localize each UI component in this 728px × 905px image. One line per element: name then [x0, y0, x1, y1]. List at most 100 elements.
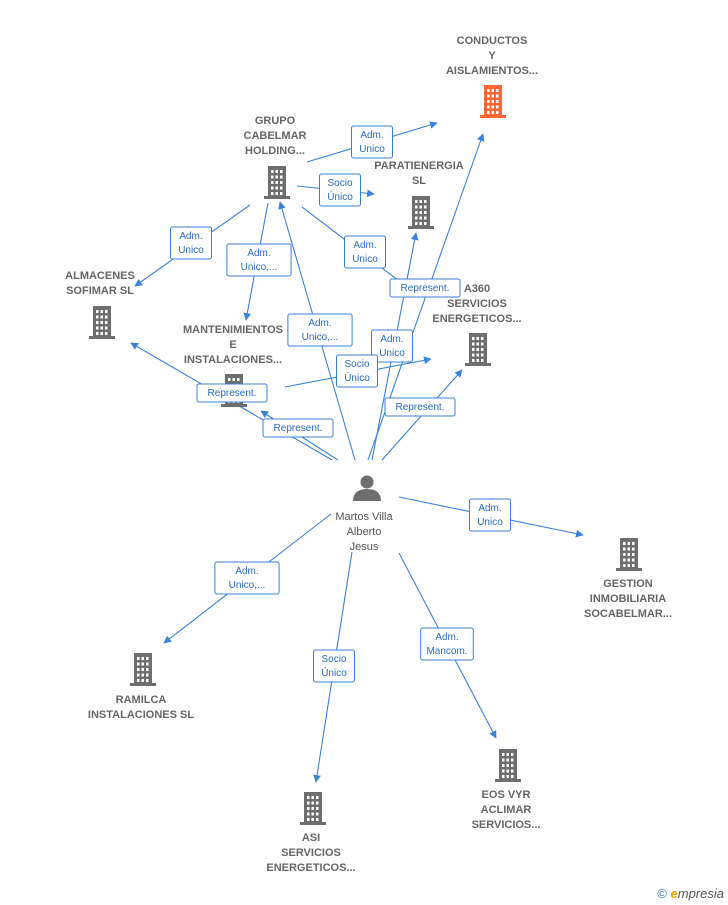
edge-label-text: Adm. — [308, 318, 331, 329]
edge-label-person-almacenes[interactable]: Represent. — [196, 383, 268, 403]
company-label: ASI — [302, 832, 320, 844]
edge-label-grupo-mantenimientos[interactable]: Adm.Unico,... — [226, 243, 292, 277]
edge-label-text: Unico — [359, 144, 385, 155]
edge-label-text: Represent. — [274, 423, 323, 434]
company-label: ENERGETICOS... — [266, 862, 355, 874]
edge-label-text: Unico,... — [229, 580, 266, 591]
edge-label-box — [389, 278, 461, 298]
building-icon — [264, 166, 290, 199]
edge-label-text: Adm. — [380, 334, 403, 345]
company-label: SERVICIOS... — [472, 819, 541, 831]
company-label: CONDUCTOS — [457, 35, 528, 47]
edge-label-person-ramilca[interactable]: Adm.Unico,... — [214, 561, 280, 595]
edge-label-person-paratienergia[interactable]: Adm. Unico — [371, 329, 413, 363]
edge-label-box — [336, 354, 378, 388]
edge-label-box — [469, 498, 511, 532]
edge-label-person-a360[interactable]: Represent. — [384, 397, 456, 417]
building-icon — [130, 653, 156, 686]
company-label: A360 — [464, 283, 490, 295]
company-label: SERVICIOS — [447, 298, 507, 310]
edge-label-text: Unico — [178, 245, 204, 256]
edge-label-box — [313, 649, 355, 683]
company-node-conductos[interactable]: CONDUCTOS Y AISLAMIENTOS... — [446, 35, 538, 118]
building-icon — [408, 196, 434, 229]
person-label: Martos Villa — [335, 511, 393, 523]
company-node-paratienergia[interactable]: PARATIENERGIA SL — [374, 160, 464, 229]
edge-label-text: Unico,... — [302, 332, 339, 343]
edge-label-person-eos[interactable]: Adm. Mancom. — [420, 627, 474, 661]
edge-label-box — [226, 243, 292, 277]
edge-label-text: Mancom. — [426, 646, 467, 657]
company-label: INMOBILIARIA — [590, 593, 666, 605]
edge-label-box — [344, 235, 386, 269]
edge-label-person-conductos[interactable]: Represent. — [389, 278, 461, 298]
company-label: ALMACENES — [65, 270, 135, 282]
company-node-gestion[interactable]: GESTION INMOBILIARIA SOCABELMAR... — [584, 538, 672, 620]
edge-label-text: Único — [327, 190, 353, 203]
company-label: GESTION — [603, 578, 653, 590]
edge-label-text: Adm. — [179, 231, 202, 242]
company-label: CABELMAR — [244, 130, 307, 142]
company-label: PARATIENERGIA — [374, 160, 463, 172]
edge-label-box — [170, 226, 212, 260]
edge-label-text: Unico — [379, 348, 405, 359]
building-icon — [89, 306, 115, 339]
company-label: INSTALACIONES... — [184, 354, 282, 366]
company-label: ACLIMAR — [481, 804, 532, 816]
company-label: AISLAMIENTOS... — [446, 65, 538, 77]
edge-label-box — [371, 329, 413, 363]
company-node-eos[interactable]: EOS VYR ACLIMAR SERVICIOS... — [472, 749, 541, 831]
edge-label-grupo-conductos[interactable]: Adm.Unico — [351, 125, 393, 159]
edge-label-text: Adm. — [478, 503, 501, 514]
edge-label-text: Represent. — [208, 388, 257, 399]
footer-brand: © empresia — [657, 886, 724, 901]
edge-label-box — [384, 397, 456, 417]
edges-layer — [130, 121, 584, 783]
edge-label-text: Socio — [327, 178, 352, 189]
company-node-grupo[interactable]: GRUPO CABELMAR HOLDING... — [244, 115, 307, 199]
edge-label-person-grupo[interactable]: Adm. Unico,... — [287, 313, 353, 347]
building-icon — [495, 749, 521, 782]
edge-label-text: Único — [321, 666, 347, 679]
company-label: Y — [488, 50, 496, 62]
edge-label-text: Socio — [344, 359, 369, 370]
edge-label-text: Único — [344, 371, 370, 384]
edge-label-box — [351, 125, 393, 159]
edge-label-box — [420, 627, 474, 661]
person-label: Alberto — [347, 526, 382, 538]
company-label: ENERGETICOS... — [432, 313, 521, 325]
nodes-layer: CONDUCTOS Y AISLAMIENTOS... GRUPO CABELMAR HO… — [65, 35, 672, 874]
edge-label-text: Socio — [321, 654, 346, 665]
company-label: GRUPO — [255, 115, 296, 127]
edge-label-text: Adm. — [435, 632, 458, 643]
company-label: E — [229, 339, 236, 351]
building-icon — [465, 333, 491, 366]
edge-label-box — [196, 383, 268, 403]
edge-label-person-mantenimientos[interactable]: Represent. — [262, 418, 334, 438]
company-label: EOS VYR — [482, 789, 531, 801]
edge-label-grupo-a360[interactable]: Adm.Unico — [344, 235, 386, 269]
edge-label-person-gestion[interactable]: Adm. Unico — [469, 498, 511, 532]
company-label: SL — [412, 175, 426, 187]
company-node-asi[interactable]: ASISERVICIOSENERGETICOS... — [266, 792, 356, 874]
edge-label-box — [214, 561, 280, 595]
company-label: MANTENIMIENTOS — [183, 324, 283, 336]
edge-label-box — [262, 418, 334, 438]
edge-label-text: Unico — [477, 517, 503, 528]
edge-label-text: Adm. — [353, 240, 376, 251]
edge-label-text: Unico,... — [241, 262, 278, 273]
edge-label-grupo-almacenes[interactable]: Adm. Unico — [170, 226, 212, 260]
person-icon — [353, 475, 381, 501]
building-icon — [480, 85, 506, 118]
edge-label-box — [287, 313, 353, 347]
company-label: HOLDING... — [245, 145, 305, 157]
company-label: SOCABELMAR... — [584, 608, 672, 620]
